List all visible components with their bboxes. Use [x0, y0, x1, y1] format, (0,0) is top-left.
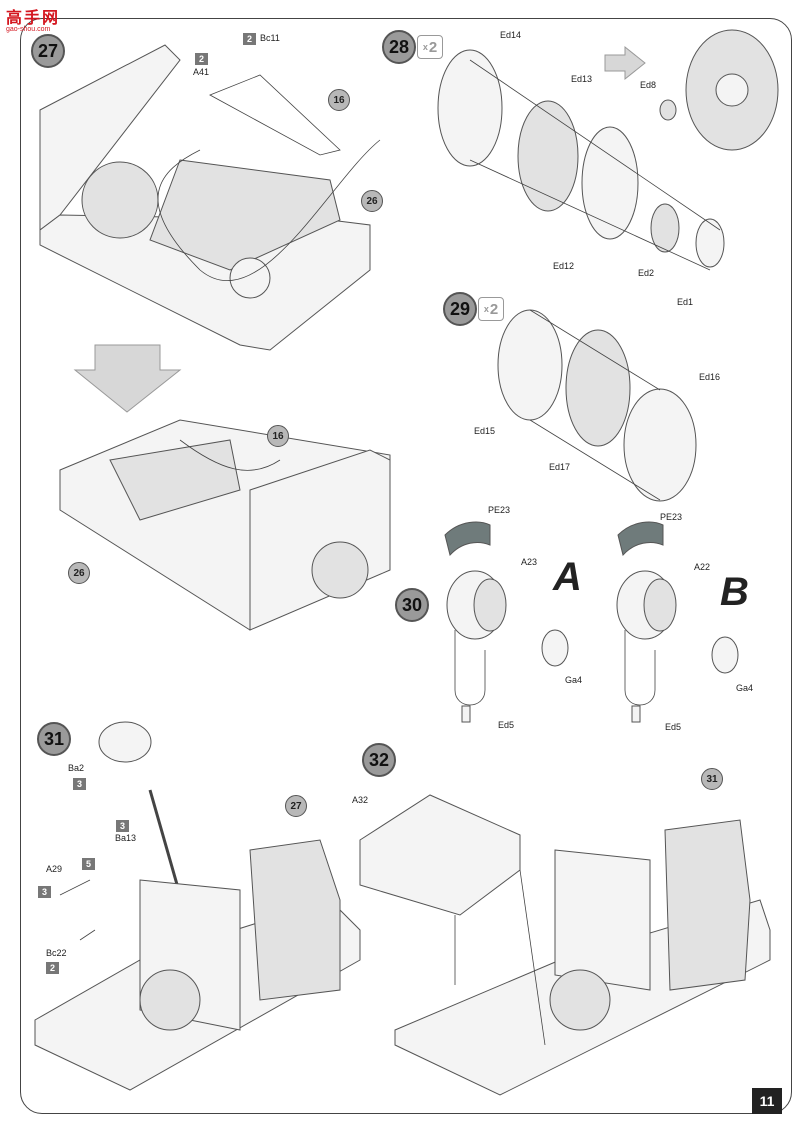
part-ba2: Ba2	[68, 763, 85, 773]
part-a29: A29	[46, 864, 63, 874]
tag-a29-3: 3	[38, 886, 51, 898]
part-ed14: Ed14	[500, 30, 522, 40]
tag-a29-5: 5	[82, 858, 95, 870]
step31-chassis-illustration	[34, 721, 361, 1091]
part-ga4-b: Ga4	[736, 683, 754, 693]
part-a23: A23	[521, 557, 538, 567]
logo-text: 高手网	[6, 8, 61, 27]
logo-url: gao-shou.com	[6, 26, 51, 33]
step-29-badge: 29	[443, 292, 477, 326]
variant-b-label: B	[720, 570, 749, 614]
part-ga4-a: Ga4	[565, 675, 583, 685]
ref-26-top: 26	[361, 190, 383, 212]
step27-chassis-result	[59, 419, 391, 631]
part-a41: A41	[193, 67, 210, 77]
part-pe23-b: PE23	[660, 512, 683, 522]
tag-bc22: 2	[46, 962, 59, 974]
step-27-badge: 27	[31, 34, 65, 68]
tag-ba13: 3	[116, 820, 129, 832]
ref-16-top: 16	[328, 89, 350, 111]
part-ed15: Ed15	[474, 426, 496, 436]
step28-wheel-illustration	[437, 29, 779, 271]
step30-headlight-b	[616, 521, 739, 723]
part-ba13: Ba13	[115, 833, 137, 843]
step27-chassis-illustration	[39, 44, 381, 351]
ref-27: 27	[285, 795, 307, 817]
variant-a-label: A	[553, 555, 582, 599]
step29-wheel-illustration	[497, 309, 697, 502]
tag-a41: 2	[195, 53, 208, 65]
part-ed2: Ed2	[638, 268, 655, 278]
part-bc22: Bc22	[46, 948, 67, 958]
part-ed12: Ed12	[553, 261, 575, 271]
step-31-badge: 31	[37, 722, 71, 756]
part-ed1: Ed1	[677, 297, 694, 307]
step-32-badge: 32	[362, 743, 396, 777]
part-ed5-a: Ed5	[498, 720, 515, 730]
step-30-badge: 30	[395, 588, 429, 622]
site-logo: 高手网 gao-shou.com	[6, 4, 70, 40]
part-ed17: Ed17	[549, 462, 571, 472]
part-ed8: Ed8	[640, 80, 657, 90]
step-28-badge: 28	[382, 30, 416, 64]
ref-31: 31	[701, 768, 723, 790]
part-bc11: Bc11	[260, 33, 280, 43]
part-ed13: Ed13	[571, 74, 593, 84]
page-frame	[20, 18, 792, 1114]
part-a22: A22	[694, 562, 711, 572]
multiplier-x: x	[483, 304, 489, 314]
part-pe23-a: PE23	[488, 505, 511, 515]
ref-26-bottom: 26	[68, 562, 90, 584]
part-ed16: Ed16	[699, 372, 721, 382]
page-number: 11	[752, 1088, 782, 1114]
step32-chassis-illustration	[359, 794, 771, 1096]
right-arrow	[604, 45, 646, 81]
ref-16-bottom: 16	[267, 425, 289, 447]
tag-bc11: 2	[243, 33, 256, 45]
multiplier-value: 2	[489, 300, 499, 318]
step30-headlight-a	[444, 521, 569, 723]
down-arrow	[73, 344, 182, 413]
tag-ba2: 3	[73, 778, 86, 790]
multiplier-value: 2	[428, 38, 438, 56]
multiplier-x: x	[422, 42, 428, 52]
part-a32: A32	[352, 795, 369, 805]
part-ed5-b: Ed5	[665, 722, 682, 732]
